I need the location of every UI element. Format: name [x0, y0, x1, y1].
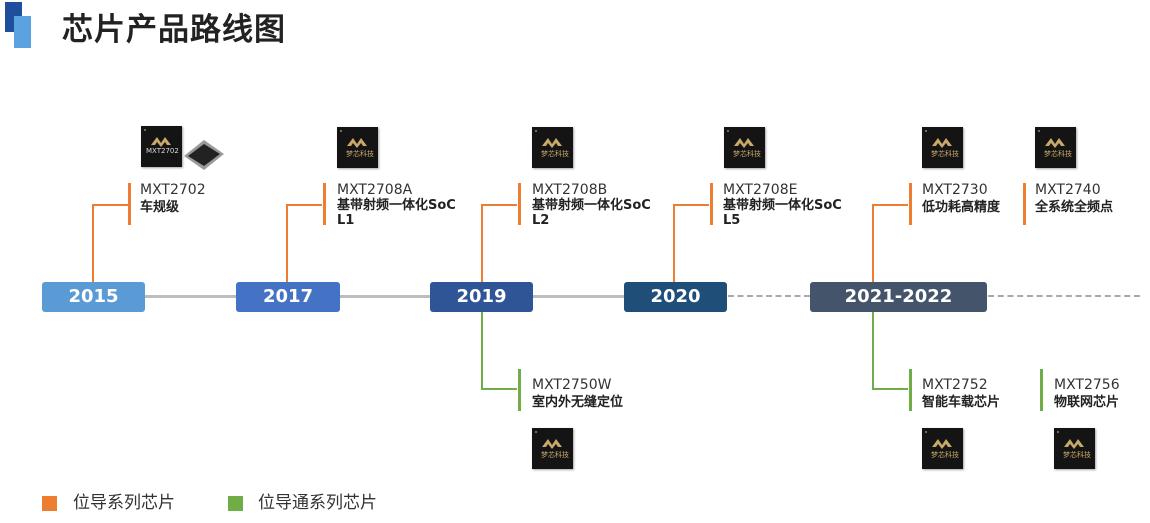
- connector-2019-h: [481, 204, 517, 206]
- chip-image: [922, 428, 963, 469]
- chip-image: [141, 126, 182, 167]
- product-model: MXT2708A: [337, 182, 413, 198]
- product-desc: 车规级: [140, 200, 180, 215]
- year-badge-2021-2022: 2021-2022: [810, 282, 987, 312]
- chip-logo-text: 梦芯科技: [1044, 150, 1072, 158]
- connector-2020: [673, 204, 675, 282]
- chip-image: [724, 127, 765, 168]
- connector-2021: [872, 204, 874, 282]
- product-marker: [323, 183, 326, 225]
- chip-logo-text: 梦芯科技: [931, 451, 959, 459]
- product-desc: 基带射频一体化SoC: [532, 198, 651, 213]
- chip-image: [1035, 127, 1076, 168]
- connector-2019-green: [481, 312, 483, 389]
- product-model: MXT2740: [1035, 182, 1101, 198]
- title-accent-light: [14, 16, 31, 48]
- product-marker: [518, 183, 521, 225]
- product-model: MXT2702: [140, 182, 206, 198]
- product-model: MXT2750W: [532, 377, 612, 393]
- chip-image: [1054, 428, 1095, 469]
- chip-image: [532, 428, 573, 469]
- product-marker: [128, 183, 131, 225]
- product-marker: [909, 369, 912, 411]
- product-model: MXT2708B: [532, 182, 608, 198]
- product-marker: [1023, 183, 1026, 225]
- product-desc-line2: L1: [337, 213, 355, 228]
- connector-2021-h: [872, 204, 908, 206]
- product-marker: [1040, 369, 1043, 411]
- chip-logo-text: 梦芯科技: [1063, 451, 1091, 459]
- product-model: MXT2752: [922, 377, 988, 393]
- product-desc: 低功耗高精度: [922, 200, 1001, 215]
- product-desc: 全系统全频点: [1035, 200, 1114, 215]
- product-marker: [518, 369, 521, 411]
- product-marker: [909, 183, 912, 225]
- chip-logo-text: 梦芯科技: [733, 150, 761, 158]
- product-desc: 智能车载芯片: [922, 395, 1001, 410]
- chip-logo-text: 梦芯科技: [541, 150, 569, 158]
- connector-2021-green-h: [872, 388, 908, 390]
- chip-image: [337, 127, 378, 168]
- year-badge-2019: 2019: [430, 282, 533, 312]
- product-desc: 室内外无缝定位: [532, 395, 624, 410]
- connector-2015-h: [92, 204, 128, 206]
- chip-logo-text: 梦芯科技: [931, 150, 959, 158]
- connector-2017: [286, 204, 288, 282]
- product-desc: 基带射频一体化SoC: [337, 198, 456, 213]
- connector-2020-h: [673, 204, 709, 206]
- chip-image: [922, 127, 963, 168]
- connector-2019: [481, 204, 483, 282]
- legend-orange-swatch: [42, 496, 57, 511]
- chip-logo-text: 梦芯科技: [346, 150, 374, 158]
- page-title: 芯片产品路线图: [62, 12, 286, 48]
- chip-package-image: [184, 140, 224, 170]
- legend-green-label: 位导通系列芯片: [258, 493, 377, 513]
- year-badge-2017: 2017: [236, 282, 340, 312]
- chip-image: [532, 127, 573, 168]
- connector-2015: [92, 204, 94, 282]
- connector-2017-h: [286, 204, 322, 206]
- product-desc: 基带射频一体化SoC: [723, 198, 842, 213]
- product-model: MXT2730: [922, 182, 988, 198]
- product-desc: 物联网芯片: [1054, 395, 1120, 410]
- year-badge-2020: 2020: [624, 282, 727, 312]
- legend-green-swatch: [228, 496, 243, 511]
- chip-logo-text: 梦芯科技: [541, 451, 569, 459]
- connector-2019-green-h: [481, 388, 517, 390]
- product-model: MXT2756: [1054, 377, 1120, 393]
- product-desc-line2: L5: [723, 213, 741, 228]
- connector-2021-green: [872, 312, 874, 389]
- product-desc-line2: L2: [532, 213, 550, 228]
- chip-label: MXT2702: [146, 147, 179, 155]
- legend-orange-label: 位导系列芯片: [73, 493, 175, 513]
- timeline-solid-line: [140, 295, 630, 298]
- product-marker: [710, 183, 713, 225]
- year-badge-2015: 2015: [42, 282, 145, 312]
- timeline-dashed-line-end: [988, 295, 1140, 297]
- timeline-dashed-line: [728, 295, 810, 297]
- product-model: MXT2708E: [723, 182, 798, 198]
